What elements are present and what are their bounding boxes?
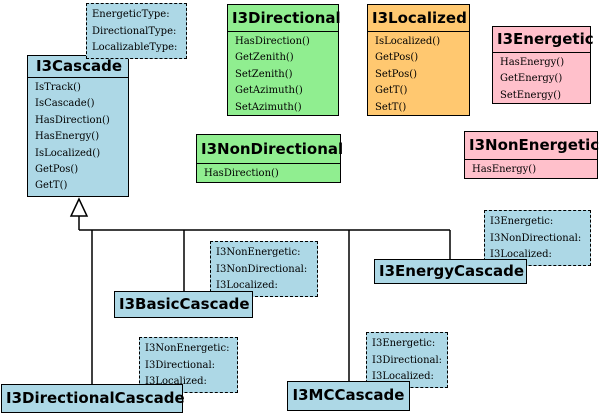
method: SetT() — [375, 101, 407, 113]
template-params-i3basiccascade: I3NonEnergetic: I3NonDirectional: I3Loca… — [210, 241, 318, 297]
class-title: I3BasicCascade — [119, 295, 250, 313]
class-title: I3MCCascade — [292, 386, 405, 404]
template-param: I3Localized: — [145, 376, 207, 387]
class-i3basiccascade: I3BasicCascade — [114, 291, 253, 318]
method-list: IsLocalized() GetPos() SetPos() GetT() S… — [368, 31, 469, 118]
class-i3nondirectional: I3NonDirectional HasDirection() — [196, 134, 344, 184]
class-i3mccascade: I3MCCascade — [287, 381, 410, 411]
class-title: I3Directional — [232, 9, 341, 27]
method: HasEnergy() — [35, 131, 100, 143]
method: HasDirection() — [235, 36, 310, 47]
class-title: I3NonDirectional — [201, 140, 344, 158]
class-i3directionalcascade: I3DirectionalCascade — [1, 384, 185, 413]
method-list: HasDirection() GetZenith() SetZenith() G… — [228, 31, 338, 118]
method: SetPos() — [375, 68, 418, 80]
template-param: I3NonDirectional: — [490, 232, 582, 244]
method: HasDirection() — [35, 114, 110, 126]
method: HasEnergy() — [472, 164, 537, 175]
class-i3nonenergetic: I3NonEnergetic HasEnergy() — [464, 131, 600, 180]
method: HasDirection() — [204, 168, 279, 179]
method: IsLocalized() — [375, 36, 441, 47]
method: IsTrack() — [35, 82, 81, 93]
template-params-i3mccascade: I3Energetic: I3Directional: I3Localized: — [366, 332, 448, 388]
template-param: I3NonEnergetic: — [216, 247, 301, 258]
class-i3energetic: I3Energetic HasEnergy() GetEnergy() SetE… — [492, 26, 594, 106]
template-param: I3Energetic: — [372, 338, 436, 349]
method: GetT() — [35, 180, 68, 192]
method: GetPos() — [375, 52, 419, 64]
class-title: I3Cascade — [36, 57, 123, 75]
template-param: LocalizableType: — [92, 42, 178, 53]
method-list: HasEnergy() — [465, 159, 597, 180]
template-param: I3Energetic: — [490, 216, 554, 227]
class-i3localized: I3Localized IsLocalized() GetPos() SetPo… — [367, 4, 470, 116]
template-param: EnergeticType: — [92, 9, 170, 20]
template-params-i3energycascade: I3Energetic: I3NonDirectional: I3Localiz… — [484, 210, 591, 266]
method-list: IsTrack() IsCascade() HasDirection() Has… — [28, 77, 128, 197]
method: GetT() — [375, 85, 408, 97]
method: GetPos() — [35, 164, 79, 176]
template-param: I3Localized: — [216, 280, 278, 291]
class-i3energycascade: I3EnergyCascade — [374, 259, 527, 284]
class-title: I3EnergyCascade — [379, 262, 525, 280]
method: HasEnergy() — [500, 57, 565, 68]
method-list: HasEnergy() GetEnergy() SetEnergy() — [493, 52, 590, 106]
template-param: I3Directional: — [372, 354, 443, 366]
method: IsLocalized() — [35, 147, 101, 159]
method: SetZenith() — [235, 68, 293, 80]
class-i3directional: I3Directional HasDirection() GetZenith()… — [227, 4, 341, 118]
method-list: HasDirection() — [197, 163, 340, 184]
class-i3cascade: I3Cascade IsTrack() IsCascade() HasDirec… — [27, 55, 129, 197]
template-params-i3directionalcascade: I3NonEnergetic: I3Directional: I3Localiz… — [139, 337, 238, 393]
class-title: I3Localized — [372, 9, 467, 27]
method: SetAzimuth() — [235, 101, 302, 113]
template-param: I3Localized: — [490, 249, 552, 260]
method: GetAzimuth() — [235, 85, 303, 97]
class-title: I3NonEnergetic — [469, 136, 600, 154]
template-param: I3NonDirectional: — [216, 263, 308, 275]
method: GetZenith() — [235, 52, 294, 64]
template-param: I3NonEnergetic: — [145, 343, 230, 354]
method: IsCascade() — [35, 98, 95, 110]
method: SetEnergy() — [500, 89, 562, 101]
method: GetEnergy() — [500, 73, 563, 85]
class-title: I3Energetic — [497, 30, 594, 48]
template-param: I3Localized: — [372, 371, 434, 382]
template-param: DirectionalType: — [92, 25, 177, 37]
class-title: I3DirectionalCascade — [6, 389, 185, 407]
template-param: I3Directional: — [145, 359, 216, 371]
template-params-i3cascade: EnergeticType: DirectionalType: Localiza… — [86, 3, 187, 59]
inheritance-arrowhead — [69, 197, 89, 217]
